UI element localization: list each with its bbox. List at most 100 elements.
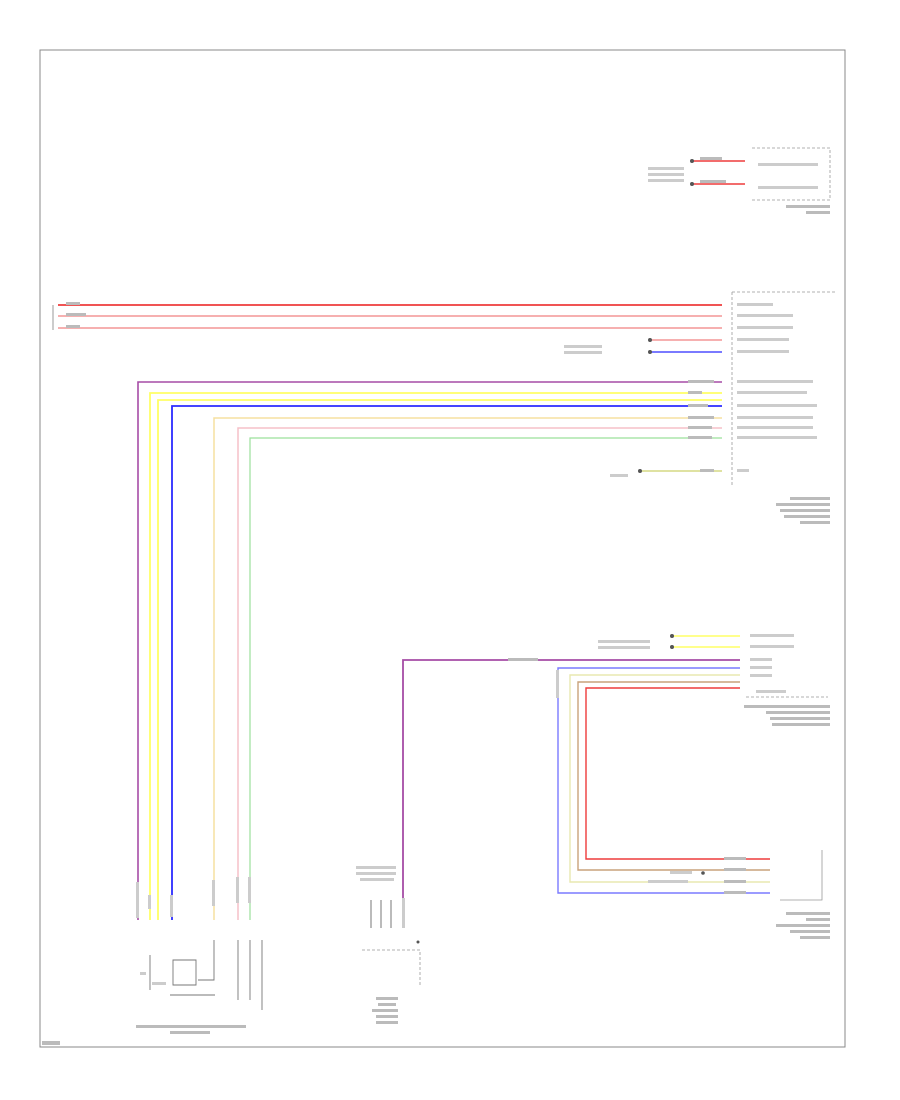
splice-dot (648, 338, 652, 342)
splice-dot (670, 634, 674, 638)
text-block (372, 1009, 398, 1012)
splice-dot (648, 350, 652, 354)
text-block (136, 1025, 246, 1028)
text-block (556, 670, 559, 698)
wire (402, 659, 740, 920)
text-block (140, 972, 146, 975)
diagram-border (39, 49, 846, 1048)
text-block (688, 404, 708, 407)
text-block (790, 497, 830, 500)
module-outline (780, 850, 823, 901)
text-block (750, 674, 772, 677)
text-block (744, 705, 830, 708)
page-marker (42, 1041, 60, 1045)
wire (149, 392, 722, 920)
text-block (648, 167, 684, 170)
text-block (780, 509, 830, 512)
text-block (737, 338, 789, 341)
text-block (66, 325, 80, 328)
wire (137, 381, 722, 920)
data-link-group (402, 634, 830, 920)
text-block (688, 380, 714, 383)
text-block (356, 866, 396, 869)
text-block (737, 426, 813, 429)
text-block (380, 900, 382, 928)
text-block (376, 1021, 398, 1024)
text-block (772, 723, 830, 726)
text-block (212, 880, 215, 906)
text-block (766, 711, 830, 714)
text-block (737, 380, 813, 383)
text-block (750, 658, 772, 661)
text-block (402, 898, 405, 928)
splice-dot (690, 182, 694, 186)
text-block (786, 912, 830, 915)
text-block (737, 326, 793, 329)
text-block (360, 878, 394, 881)
sensor-outline (149, 940, 263, 1010)
splice-dot (690, 159, 694, 163)
text-block (776, 924, 830, 927)
text-block (564, 345, 602, 348)
text-block (598, 640, 650, 643)
text-block (724, 868, 746, 871)
wire (171, 405, 722, 920)
text-block (648, 880, 688, 883)
text-block (750, 634, 794, 637)
text-block (800, 521, 830, 524)
connector-outline (362, 949, 421, 985)
text-block (784, 515, 830, 518)
text-block (800, 936, 830, 939)
wire (569, 674, 770, 883)
text-block (170, 1031, 210, 1034)
text-block (598, 646, 650, 649)
mode-selector-group (648, 147, 831, 214)
text-block (152, 982, 166, 985)
text-block (724, 857, 746, 860)
text-block (806, 918, 830, 921)
text-block (776, 503, 830, 506)
throttle-position-sensor (136, 877, 263, 1034)
cluster-connector (356, 866, 421, 1024)
text-block (136, 882, 139, 918)
wire (157, 399, 722, 920)
text-block (508, 658, 538, 661)
text-block (66, 313, 86, 316)
text-block (737, 416, 813, 419)
text-block (737, 436, 817, 439)
text-block (737, 314, 793, 317)
text-block (700, 180, 726, 183)
wire (213, 417, 722, 920)
wire (557, 667, 770, 894)
text-block (700, 157, 722, 160)
text-block (390, 900, 392, 928)
throttle-harness (137, 380, 722, 920)
text-block (376, 997, 398, 1000)
text-block (688, 436, 712, 439)
text-block (700, 469, 714, 472)
module-outline (731, 291, 835, 485)
text-block (724, 891, 746, 894)
wire (237, 427, 722, 920)
wire (577, 681, 770, 871)
text-block (750, 645, 794, 648)
text-block (786, 205, 830, 208)
text-block (370, 900, 372, 928)
text-block (170, 895, 173, 917)
mode-selector-connector (752, 147, 831, 201)
control-module (731, 291, 835, 524)
text-block (737, 469, 749, 472)
text-block (648, 173, 684, 176)
text-block (806, 211, 830, 214)
text-block (724, 880, 746, 883)
text-block (750, 666, 772, 669)
text-block (236, 877, 239, 903)
text-block (248, 877, 251, 903)
text-block (758, 163, 818, 166)
text-block (66, 302, 80, 305)
wire (585, 687, 770, 860)
pedal-unit (648, 850, 830, 939)
text-block (756, 690, 786, 693)
text-block (148, 895, 151, 909)
text-block (52, 305, 54, 330)
